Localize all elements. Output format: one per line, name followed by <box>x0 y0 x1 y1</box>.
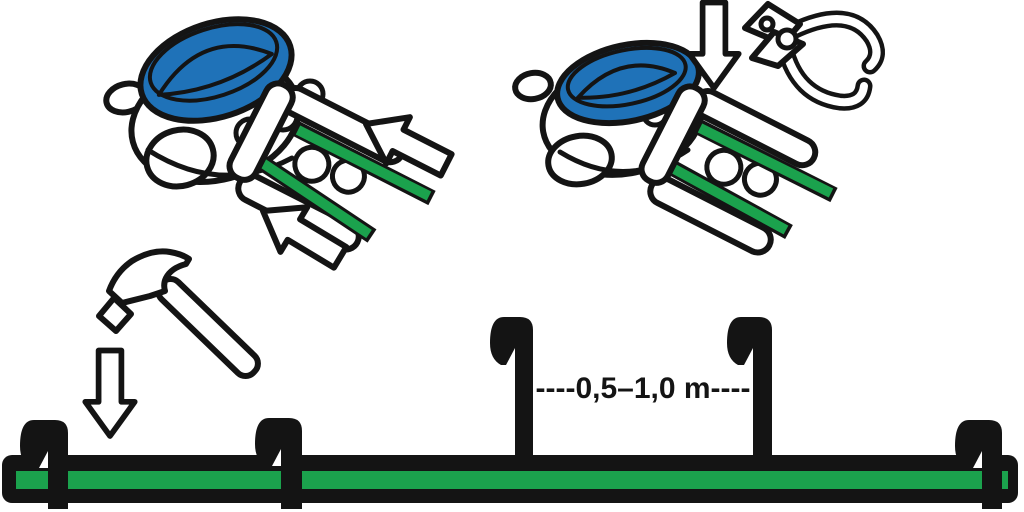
arrow-down-icon <box>686 0 742 91</box>
connector-side-tab <box>512 69 554 103</box>
hammer-face <box>96 295 134 334</box>
ground-stake-short-1 <box>20 420 68 509</box>
connector-cap-detail <box>565 45 688 109</box>
ground-stake-tall-1 <box>490 317 533 470</box>
boundary-wire-bar <box>2 455 1018 503</box>
hammer-head <box>106 248 192 306</box>
arrow-down-icon <box>82 347 138 439</box>
ground-stake-short-3 <box>955 420 1002 509</box>
connector-cap <box>137 16 295 124</box>
arrow-up-left-icon <box>260 204 350 271</box>
boundary-wire-ends <box>253 120 436 243</box>
ground-stake-tall-2 <box>727 317 772 470</box>
connector-clip-band <box>226 80 296 183</box>
pliers-pivot <box>775 27 799 51</box>
boundary-wire <box>16 471 1008 489</box>
connector-cap-detail <box>147 22 280 103</box>
distance-label: ----0,5–1,0 m---- <box>535 372 750 405</box>
hammer-icon <box>96 248 261 380</box>
pliers-jaw-screw <box>758 15 776 33</box>
pliers-icon <box>742 1 885 111</box>
arrow-up-left-icon <box>363 114 455 179</box>
connector-clip-band <box>638 83 708 186</box>
hammer-handle <box>155 275 261 380</box>
ground-stake-short-2 <box>255 418 302 509</box>
